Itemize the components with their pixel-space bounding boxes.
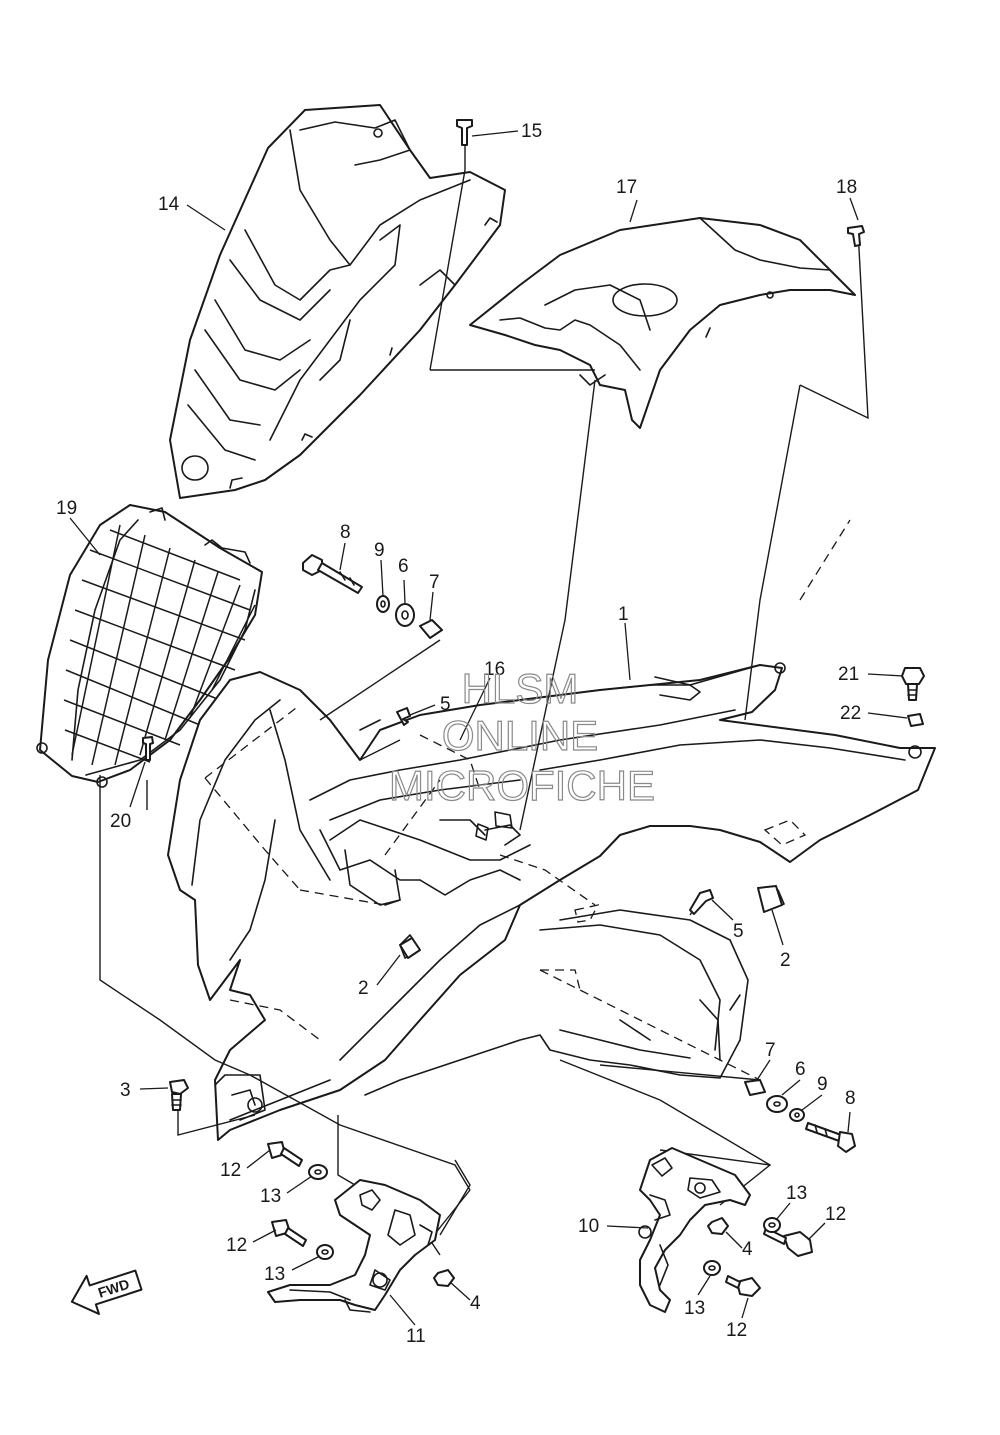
watermark: HLSM ONLINE MICROFICHE (388, 664, 655, 809)
grommet-part-6-right (766, 1095, 788, 1113)
forward-direction-badge: FWD (70, 1269, 143, 1315)
callout-13-b: 13 (264, 1264, 285, 1285)
callout-4-a: 4 (470, 1293, 481, 1314)
callout-labels: 15 17 18 14 19 8 9 6 7 1 16 5 21 22 20 5… (56, 121, 861, 1347)
screw-part-5-top (396, 707, 411, 726)
grille-part-19 (36, 504, 263, 788)
callout-2-left: 2 (358, 978, 369, 999)
washer-part-9-right (789, 1108, 805, 1122)
callout-4-b: 4 (742, 1239, 753, 1260)
callout-7-top: 7 (429, 572, 440, 593)
washer-part-13-d (703, 1260, 721, 1276)
callout-21: 21 (838, 664, 859, 685)
collar-part-7-top (419, 619, 443, 639)
callout-16: 16 (484, 659, 505, 680)
callout-10: 10 (578, 1216, 599, 1237)
washer-part-13-c (763, 1217, 781, 1233)
bolt-part-8-top (302, 554, 363, 594)
bolt-part-3 (169, 1079, 189, 1111)
grommet-part-6-top (395, 603, 415, 627)
washer-part-13-a (308, 1164, 328, 1180)
watermark-line-2: ONLINE (442, 712, 598, 759)
watermark-line-3: MICROFICHE (389, 762, 655, 809)
bracket-part-10 (638, 1147, 751, 1313)
callout-22: 22 (840, 703, 861, 724)
rear-top-panel-part-17 (469, 217, 856, 429)
leader-lines (69, 130, 908, 1326)
callout-12-a: 12 (220, 1160, 241, 1181)
callout-20: 20 (110, 811, 131, 832)
front-cowl-part-14 (169, 104, 506, 499)
callout-3: 3 (120, 1080, 131, 1101)
assembly-lines (99, 145, 869, 1256)
bolt-part-12-d (725, 1275, 761, 1297)
washer-part-13-b (316, 1244, 334, 1260)
callout-19: 19 (56, 498, 77, 519)
callout-18: 18 (836, 177, 857, 198)
washer-part-9-top (376, 595, 390, 613)
nut-part-4-b (707, 1217, 729, 1235)
callout-6-right: 6 (795, 1059, 806, 1080)
clip-part-2-a (399, 937, 421, 959)
callout-13-a: 13 (260, 1186, 281, 1207)
collar-part-7-right (744, 1079, 766, 1096)
callout-12-b: 12 (226, 1235, 247, 1256)
callout-13-c: 13 (786, 1183, 807, 1204)
watermark-line-1: HLSM (462, 665, 579, 712)
callout-9-right: 9 (817, 1074, 828, 1095)
bracket-part-11 (267, 1179, 441, 1313)
nut-part-22 (907, 713, 924, 727)
callout-11: 11 (406, 1326, 426, 1347)
callout-7-right: 7 (765, 1040, 776, 1061)
callout-5-top: 5 (440, 694, 451, 715)
callout-2-right: 2 (780, 950, 791, 971)
callout-13-d: 13 (684, 1298, 705, 1319)
bolt-part-12-b (271, 1219, 307, 1247)
nut-part-4-a (433, 1269, 455, 1287)
callout-12-d: 12 (726, 1320, 747, 1341)
callout-12-c: 12 (825, 1204, 846, 1225)
screw-part-5-right (689, 889, 714, 915)
callout-6-top: 6 (398, 556, 409, 577)
callout-15: 15 (521, 121, 542, 142)
callout-14: 14 (158, 194, 180, 215)
bolt-part-12-a (267, 1141, 303, 1167)
fastener-part-20 (142, 736, 154, 761)
callout-1: 1 (618, 604, 629, 625)
screw-part-15 (456, 119, 473, 146)
callout-5-right: 5 (733, 921, 744, 942)
bolt-part-21 (901, 667, 925, 701)
callout-9-top: 9 (374, 540, 385, 561)
callout-17: 17 (616, 177, 637, 198)
grille-mesh (63, 524, 256, 766)
bolt-part-8-right (805, 1122, 856, 1153)
dashed-guides (204, 519, 851, 1081)
callout-8-right: 8 (845, 1088, 856, 1109)
screw-part-18 (847, 225, 865, 247)
callout-8-top: 8 (340, 522, 351, 543)
clip-part-2-b (757, 885, 783, 913)
